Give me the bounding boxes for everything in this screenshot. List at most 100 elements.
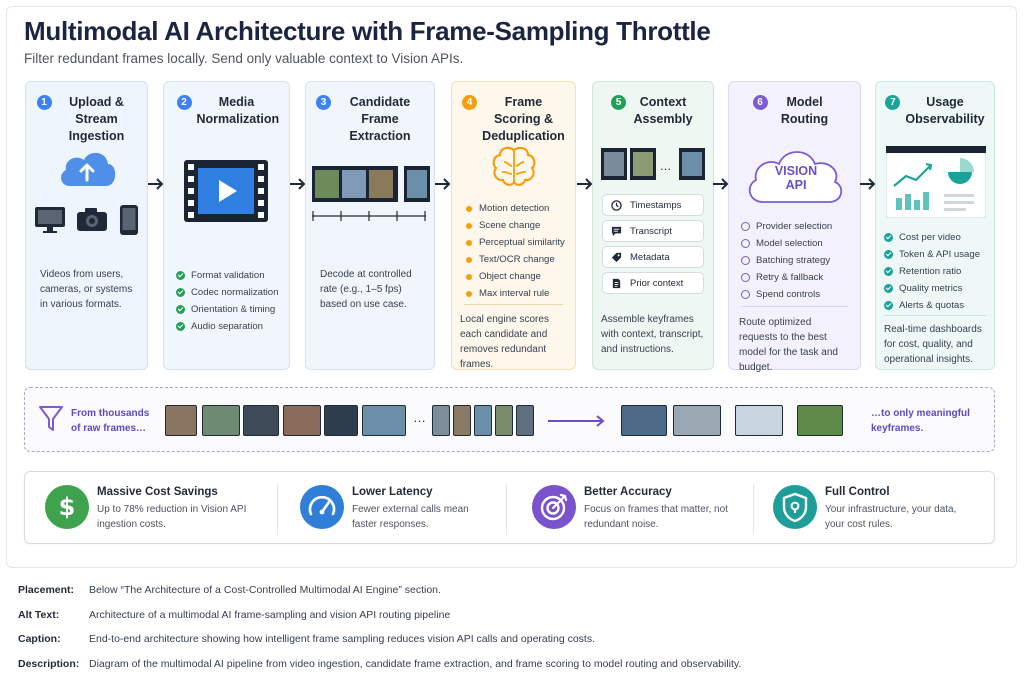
vision-api-label: VISION API bbox=[774, 164, 818, 192]
video-player-icon bbox=[184, 160, 268, 222]
list-item: Max interval rule bbox=[464, 285, 569, 302]
list-item: Spend controls bbox=[741, 286, 854, 303]
list-item: Object change bbox=[464, 268, 569, 285]
stage-description: Videos from users, cameras, or systems i… bbox=[40, 269, 133, 310]
stage-model-routing: 6 Model Routing VISION API Provider sele… bbox=[728, 81, 861, 373]
strip-right-label: …to only meaningful keyframes. bbox=[871, 408, 970, 434]
flow-arrow-icon bbox=[713, 178, 729, 190]
step-number: 5 bbox=[611, 95, 626, 110]
check-circle-icon bbox=[741, 222, 750, 231]
raw-frame bbox=[516, 405, 534, 436]
benefits-panel: $ Massive Cost Savings Up to 78% reducti… bbox=[24, 471, 995, 544]
check-icon bbox=[884, 233, 893, 242]
check-icon bbox=[884, 284, 893, 293]
stage-context-assembly: 5 Context Assembly … Timestamps Transcri… bbox=[592, 81, 714, 370]
list-item: Orientation & timing bbox=[176, 301, 283, 318]
stage-description: Local engine scores each candidate and r… bbox=[460, 314, 549, 370]
list-item: Retry & fallback bbox=[741, 269, 854, 286]
check-icon bbox=[884, 267, 893, 276]
phone-icon bbox=[120, 205, 138, 235]
speedometer-icon bbox=[300, 485, 344, 529]
transcript-icon bbox=[611, 226, 622, 236]
list-item: Retention ratio bbox=[884, 263, 988, 280]
bullet-dot bbox=[466, 222, 472, 229]
flow-arrow-icon bbox=[435, 178, 451, 190]
check-circle-icon bbox=[741, 273, 750, 282]
stage-description: Assemble keyframes with context, transcr… bbox=[601, 314, 704, 355]
frame-reduction-strip: From thousands of raw frames… … …to only… bbox=[24, 387, 995, 452]
step-number: 1 bbox=[36, 95, 52, 110]
benefit-full-control: Full Control Your infrastructure, your d… bbox=[773, 484, 983, 534]
context-items: Timestamps Transcript Metadata Prior con… bbox=[602, 194, 704, 298]
raw-frame bbox=[165, 405, 197, 436]
check-icon bbox=[176, 271, 185, 280]
benefit-title: Massive Cost Savings bbox=[97, 486, 218, 498]
check-circle-icon bbox=[741, 239, 750, 248]
observability-visual bbox=[876, 140, 994, 240]
keyframe bbox=[735, 405, 783, 436]
clock-icon bbox=[611, 199, 622, 211]
bullet-dot bbox=[466, 239, 472, 246]
step-number: 6 bbox=[752, 95, 768, 110]
stage-title: Model Routing bbox=[780, 95, 829, 126]
raw-frame bbox=[362, 405, 406, 436]
normalization-visual bbox=[164, 140, 289, 240]
raw-frame bbox=[243, 405, 279, 436]
divider bbox=[464, 304, 563, 305]
benefit-description: Your infrastructure, your data, your cos… bbox=[825, 504, 957, 530]
divider bbox=[506, 484, 507, 534]
stage-description: Real-time dashboards for cost, quality, … bbox=[884, 324, 982, 365]
film-strip-icon: … bbox=[312, 166, 430, 221]
keyframes-icon: … bbox=[601, 148, 705, 180]
flow-arrow-icon bbox=[860, 178, 876, 190]
stage-usage-observability: 7 Usage Observability Cost per video Tok… bbox=[875, 81, 995, 370]
context-item-timestamps: Timestamps bbox=[602, 194, 704, 216]
benefit-title: Lower Latency bbox=[352, 486, 433, 498]
check-circle-icon bbox=[741, 290, 750, 299]
divider bbox=[741, 306, 848, 307]
ingestion-visual bbox=[26, 140, 147, 240]
brain-icon bbox=[492, 146, 536, 186]
check-icon bbox=[176, 322, 185, 331]
page-title: Multimodal AI Architecture with Frame-Sa… bbox=[24, 16, 711, 46]
scoring-criteria: Motion detection Scene change Perceptual… bbox=[464, 200, 569, 302]
check-icon bbox=[884, 250, 893, 259]
context-item-prior-context: Prior context bbox=[602, 272, 704, 294]
bullet-dot bbox=[466, 205, 472, 212]
keyframe bbox=[673, 405, 721, 436]
stage-title: Candidate Frame Extraction bbox=[349, 95, 411, 143]
document-icon bbox=[612, 278, 621, 288]
raw-frame bbox=[474, 405, 492, 436]
raw-frame bbox=[495, 405, 513, 436]
page-subtitle: Filter redundant frames locally. Send on… bbox=[24, 51, 464, 66]
stage-media-normalization: 2 Media Normalization Format validation … bbox=[163, 81, 290, 370]
check-icon bbox=[176, 288, 185, 297]
benefit-title: Better Accuracy bbox=[584, 486, 672, 498]
monitor-icon bbox=[35, 207, 65, 233]
stage-description: Route optimized requests to the best mod… bbox=[739, 317, 838, 373]
routing-options: Provider selection Model selection Batch… bbox=[741, 218, 854, 303]
list-item: Text/OCR change bbox=[464, 251, 569, 268]
divider bbox=[884, 315, 986, 316]
keyframe bbox=[797, 405, 843, 436]
stage-description: Decode at controlled rate (e.g., 1–5 fps… bbox=[320, 269, 412, 310]
raw-frame bbox=[202, 405, 240, 436]
list-item: Model selection bbox=[741, 235, 854, 252]
list-item: Codec normalization bbox=[176, 284, 283, 301]
ellipsis: … bbox=[413, 410, 426, 425]
bullet-dot bbox=[466, 256, 472, 263]
list-item: Batching strategy bbox=[741, 252, 854, 269]
bullet-dot bbox=[466, 290, 472, 297]
stage-title: Upload & Stream Ingestion bbox=[68, 95, 125, 143]
list-item: Motion detection bbox=[464, 200, 569, 217]
list-item: Alerts & quotas bbox=[884, 297, 988, 314]
raw-frame bbox=[453, 405, 471, 436]
check-icon bbox=[176, 305, 185, 314]
benefit-cost-savings: $ Massive Cost Savings Up to 78% reducti… bbox=[45, 484, 265, 534]
divider bbox=[753, 484, 754, 534]
stage-title: Usage Observability bbox=[905, 95, 985, 126]
context-item-metadata: Metadata bbox=[602, 246, 704, 268]
check-circle-icon bbox=[741, 256, 750, 265]
dollar-icon: $ bbox=[45, 485, 89, 529]
context-item-transcript: Transcript bbox=[602, 220, 704, 242]
